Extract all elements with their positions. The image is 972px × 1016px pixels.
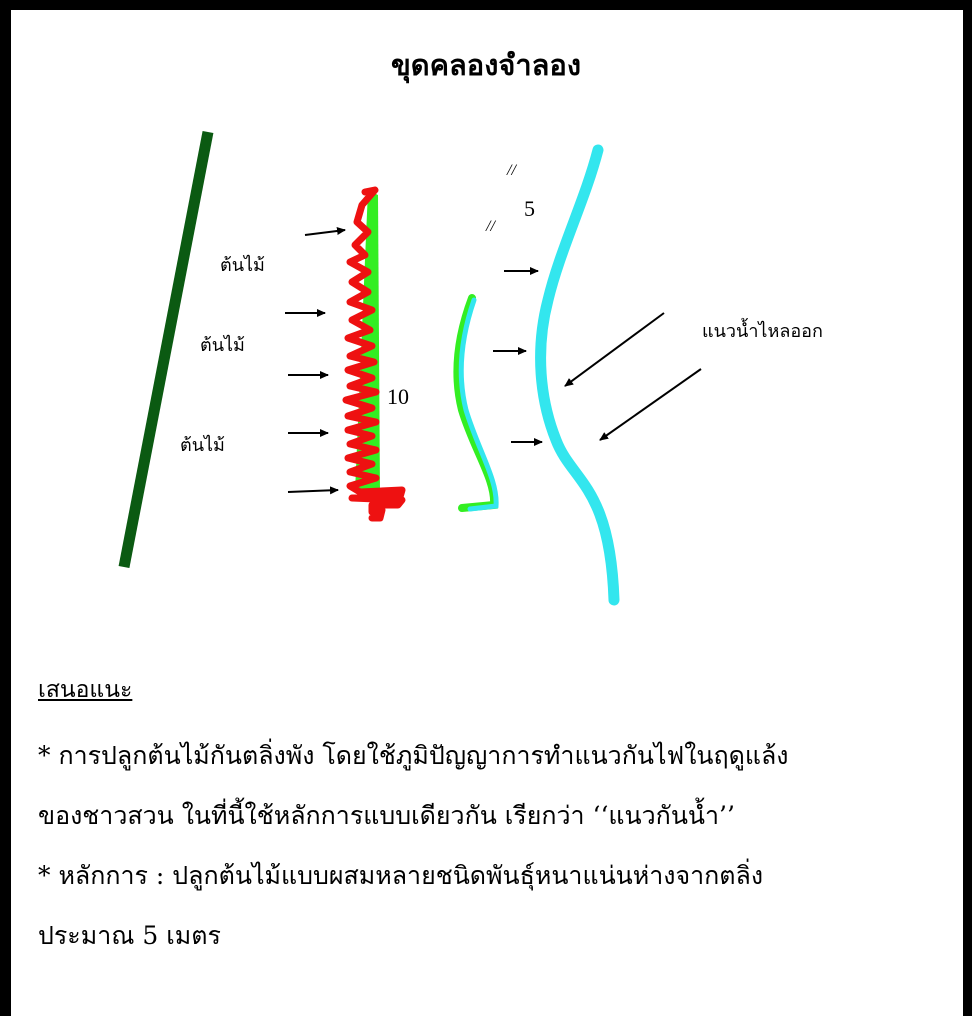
tick-mark: // — [486, 218, 495, 235]
outflow-arrow — [599, 368, 702, 441]
suggestion-line: ของชาวสวน ในที่นี้ใช้หลักการแบบเดียวกัน … — [38, 801, 735, 830]
tree-label: ต้นไม้ — [200, 335, 245, 356]
red-tree-scribble — [342, 186, 406, 522]
diagram-title: ขุดคลองจำลอง — [390, 48, 582, 82]
dark-green-line — [118, 130, 214, 569]
suggestion-line: ประมาณ 5 เมตร — [38, 921, 221, 950]
tree-label: ต้นไม้ — [180, 435, 225, 456]
distance-5-label: 5 — [524, 196, 535, 221]
outflow-arrow — [564, 312, 665, 387]
suggestion-line: * การปลูกต้นไม้กันตลิ่งพัง โดยใช้ภูมิปัญ… — [38, 741, 789, 770]
tree-label: ต้นไม้ — [220, 255, 265, 276]
suggestion-block: เสนอแนะ * การปลูกต้นไม้กันตลิ่งพัง โดยใช… — [38, 672, 948, 966]
suggestion-heading: เสนอแนะ — [38, 677, 133, 703]
arrow — [304, 227, 346, 236]
distance-10-label: 10 — [387, 384, 409, 409]
water-outflow-label: แนวน้ำไหลออก — [702, 321, 823, 342]
cyan-river-line — [535, 144, 620, 606]
suggestion-line: * หลักการ : ปลูกต้นไม้แบบผสมหลายชนิดพันธ… — [38, 861, 764, 890]
canal-diagram — [118, 130, 702, 606]
cyan-inner-bank — [458, 297, 499, 512]
arrow — [287, 486, 339, 495]
tick-mark: // — [507, 162, 516, 179]
